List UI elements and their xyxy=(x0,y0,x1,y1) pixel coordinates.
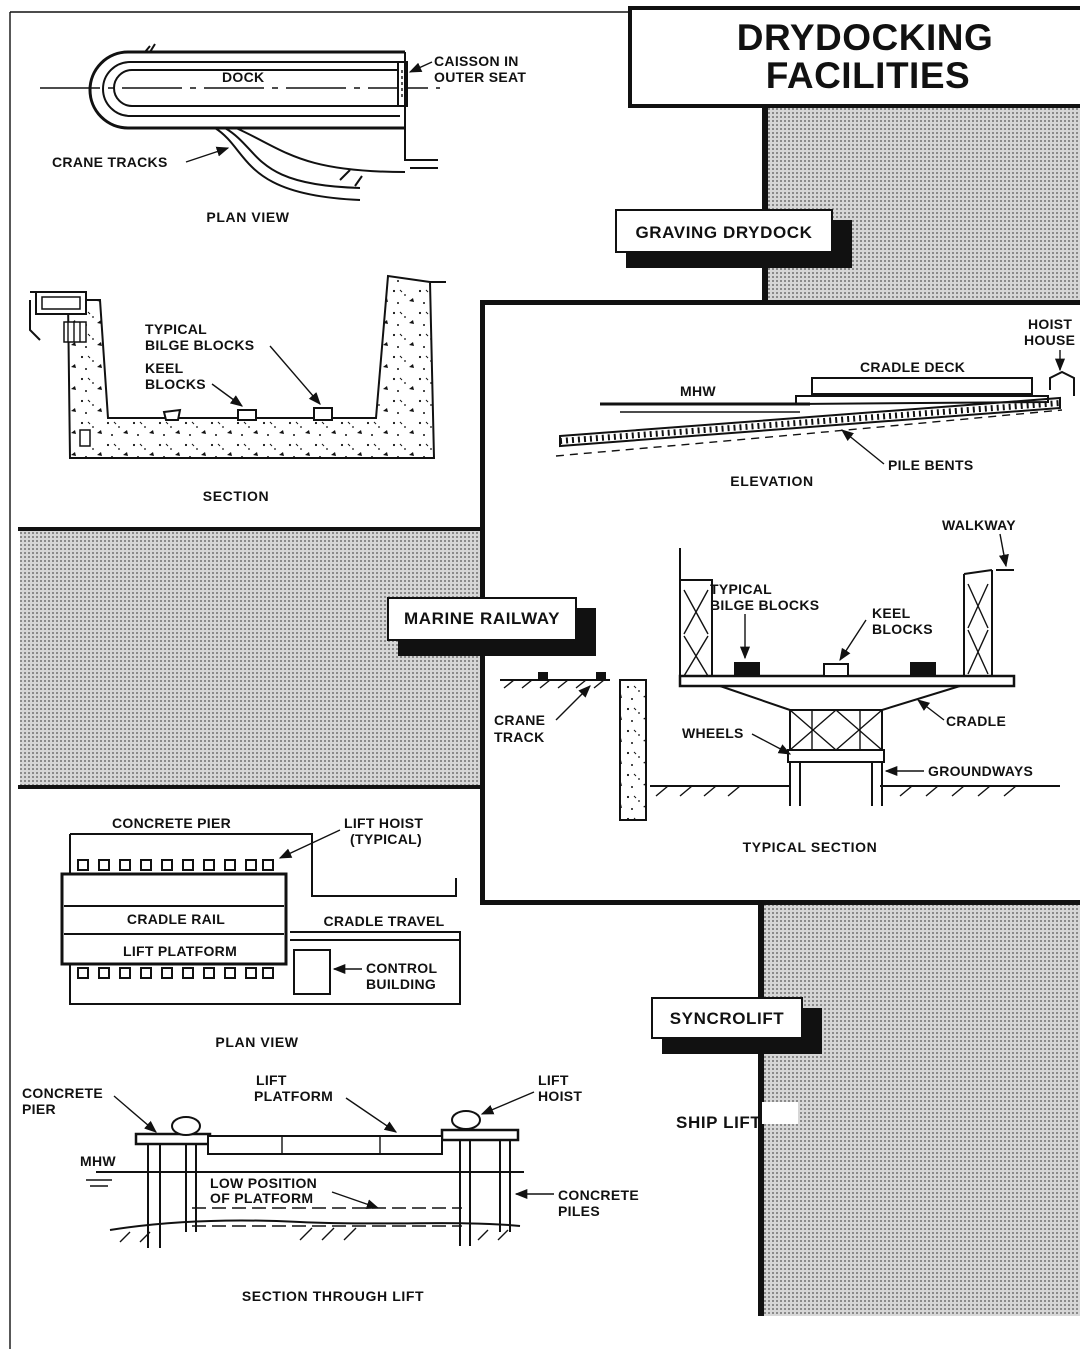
lift-hoist-row-bottom xyxy=(77,967,274,979)
graving-section: TYPICAL BILGE BLOCKS KEEL BLOCKS SECTION xyxy=(29,274,446,504)
caption-section-through-lift: SECTION THROUGH LIFT xyxy=(242,1288,424,1304)
caption-typical-section: TYPICAL SECTION xyxy=(743,839,878,855)
caption-plan-view: PLAN VIEW xyxy=(206,209,289,225)
label-cradle-deck: CRADLE DECK xyxy=(860,359,965,375)
syncrolift-plan-view: CONCRETE PIER LIFT HOIST (TYPICAL) CRADL… xyxy=(60,815,461,1050)
label-keel-2: BLOCKS xyxy=(145,376,206,392)
label-cradle: CRADLE xyxy=(946,713,1006,729)
label-caisson-2: OUTER SEAT xyxy=(434,69,526,85)
label-mhw-elevation: MHW xyxy=(680,383,716,399)
caption-elevation: ELEVATION xyxy=(730,473,813,489)
svg-text:GRAVING DRYDOCK: GRAVING DRYDOCK xyxy=(635,223,812,242)
label-keel-1: KEEL xyxy=(145,360,184,376)
label-crane-2: TRACK xyxy=(494,729,545,745)
label-hoist-1: HOIST xyxy=(1028,316,1072,332)
title-line-1: DRYDOCKING xyxy=(737,17,993,58)
label-mhw-section: MHW xyxy=(80,1153,116,1169)
label-caisson-1: CAISSON IN xyxy=(434,53,519,69)
railway-elevation: HOIST HOUSE CRADLE DECK MHW PILE BENTS E… xyxy=(555,316,1075,489)
tag-ship-lift: SHIP LIFT xyxy=(676,1102,798,1132)
lift-hoist-row-top xyxy=(77,859,274,871)
label-lift-hoist-2: (TYPICAL) xyxy=(350,831,422,847)
label-rs-bilge-1: TYPICAL xyxy=(710,581,772,597)
label-low-2: OF PLATFORM xyxy=(210,1190,313,1206)
title-line-2: FACILITIES xyxy=(766,55,970,96)
label-crane-tracks: CRANE TRACKS xyxy=(52,154,168,170)
svg-text:SYNCROLIFT: SYNCROLIFT xyxy=(670,1009,785,1028)
svg-text:SHIP LIFT: SHIP LIFT xyxy=(676,1113,761,1132)
screen-band-left xyxy=(20,530,482,787)
label-low-1: LOW POSITION xyxy=(210,1175,317,1191)
label-hoist-2: HOIST xyxy=(538,1088,582,1104)
label-rs-bilge-2: BILGE BLOCKS xyxy=(710,597,819,613)
label-control-2: BUILDING xyxy=(366,976,436,992)
svg-text:MARINE RAILWAY: MARINE RAILWAY xyxy=(404,609,560,628)
caption-syncro-plan: PLAN VIEW xyxy=(215,1034,298,1050)
label-piles-1: CONCRETE xyxy=(558,1187,639,1203)
label-platform-2: PLATFORM xyxy=(254,1088,333,1104)
label-pile-bents: PILE BENTS xyxy=(888,457,973,473)
label-rs-keel-1: KEEL xyxy=(872,605,911,621)
screen-band-bottom-right xyxy=(762,904,1080,1316)
label-rs-keel-2: BLOCKS xyxy=(872,621,933,637)
label-cradle-rail: CRADLE RAIL xyxy=(127,911,225,927)
label-crane-1: CRANE xyxy=(494,712,545,728)
label-bilge-1: TYPICAL xyxy=(145,321,207,337)
label-bilge-2: BILGE BLOCKS xyxy=(145,337,254,353)
label-dock: DOCK xyxy=(222,69,264,85)
label-cradle-travel: CRADLE TRAVEL xyxy=(323,913,444,929)
label-lift-platform-plan: LIFT PLATFORM xyxy=(123,943,237,959)
label-hoist-2: HOUSE xyxy=(1024,332,1075,348)
graving-plan-view: DOCK CAISSON IN OUTER SEAT CRANE TRACKS … xyxy=(40,43,526,225)
label-concrete-pier: CONCRETE PIER xyxy=(112,815,231,831)
tag-marine-railway: MARINE RAILWAY xyxy=(387,597,596,656)
railway-typical-section: WALKWAY TYPICAL BILGE BLOCKS KEEL BLOCKS… xyxy=(494,517,1060,855)
tag-syncrolift: SYNCROLIFT xyxy=(651,997,822,1054)
label-groundways: GROUNDWAYS xyxy=(928,763,1033,779)
caption-section: SECTION xyxy=(203,488,269,504)
syncrolift-section: CONCRETE PIER LIFT PLATFORM LIFT HOIST M… xyxy=(22,1072,639,1304)
screen-band-top-right xyxy=(768,106,1080,302)
tag-graving-drydock: GRAVING DRYDOCK xyxy=(615,209,852,268)
label-pier-2: PIER xyxy=(22,1101,56,1117)
label-pier-1: CONCRETE xyxy=(22,1085,103,1101)
label-control-1: CONTROL xyxy=(366,960,437,976)
label-lift-hoist-1: LIFT HOIST xyxy=(344,815,423,831)
label-piles-2: PILES xyxy=(558,1203,600,1219)
title-box: DRYDOCKING FACILITIES xyxy=(628,6,1080,108)
label-wheels: WHEELS xyxy=(682,725,744,741)
label-platform-1: LIFT xyxy=(256,1072,287,1088)
label-walkway: WALKWAY xyxy=(942,517,1016,533)
label-hoist-1: LIFT xyxy=(538,1072,569,1088)
control-building xyxy=(293,949,331,995)
